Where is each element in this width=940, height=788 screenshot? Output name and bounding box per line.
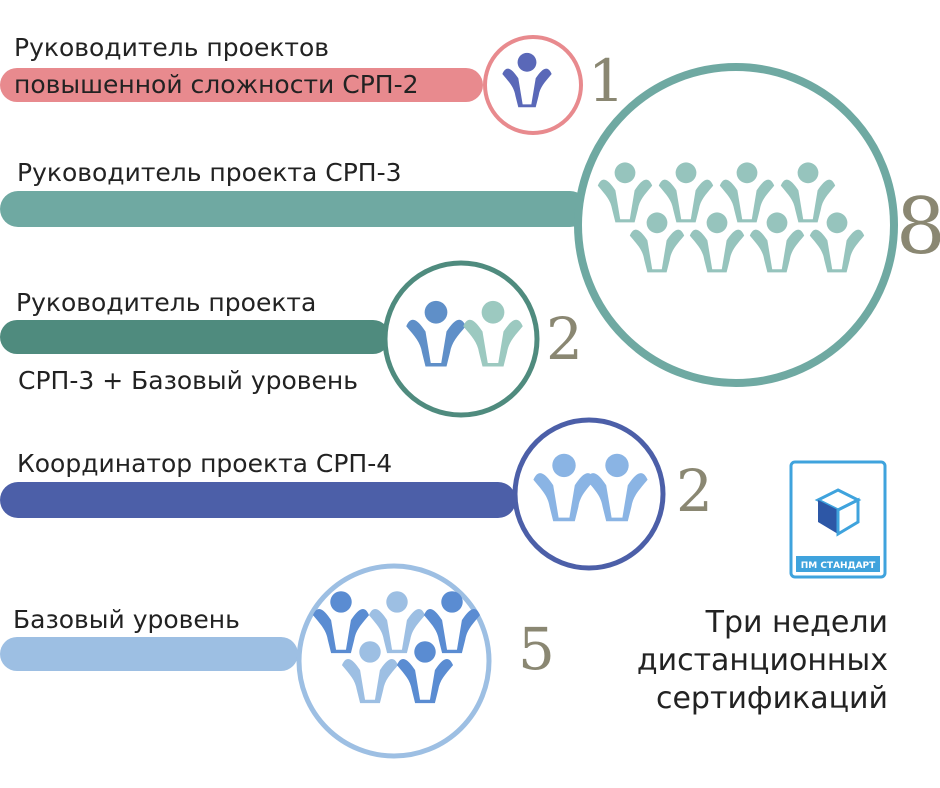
- caption-line-2: дистанционных: [636, 643, 888, 678]
- row-3-label-line-2: СРП-3 + Базовый уровень: [18, 366, 358, 395]
- row-3-label-line-1: Руководитель проекта: [16, 288, 317, 317]
- row-3-count: 2: [546, 305, 583, 373]
- caption: Три недели дистанционных сертификаций: [637, 604, 888, 718]
- logo-text: ПМ СТАНДАРТ: [801, 561, 876, 571]
- row-3-bar: [0, 320, 390, 354]
- row-4-circle: [512, 417, 666, 571]
- row-5-bar: [0, 637, 298, 671]
- row-1-label-line-1: Руководитель проектов: [14, 33, 330, 62]
- row-2-count: 8: [896, 182, 940, 272]
- row-4-count: 2: [676, 457, 713, 525]
- caption-line-1: Три недели: [705, 605, 888, 640]
- row-2-bar: [0, 191, 588, 227]
- row-1-label-line-2: повышенной сложности СРП-2: [14, 70, 419, 99]
- row-2-circle: [574, 63, 898, 387]
- row-4-label: Координатор проекта СРП-4: [17, 449, 393, 478]
- row-1-circle: [483, 35, 583, 135]
- row-4-bar: [0, 482, 516, 518]
- caption-line-3: сертификаций: [655, 681, 888, 716]
- row-5-count: 5: [518, 615, 555, 683]
- row-1-bar: [0, 68, 483, 102]
- row-2-label: Руководитель проекта СРП-3: [17, 158, 402, 187]
- row-1-count: 1: [588, 47, 625, 115]
- pm-standard-logo: ПМ СТАНДАРТ: [789, 460, 887, 579]
- row-5-label: Базовый уровень: [13, 605, 240, 634]
- row-3-circle: [382, 260, 540, 418]
